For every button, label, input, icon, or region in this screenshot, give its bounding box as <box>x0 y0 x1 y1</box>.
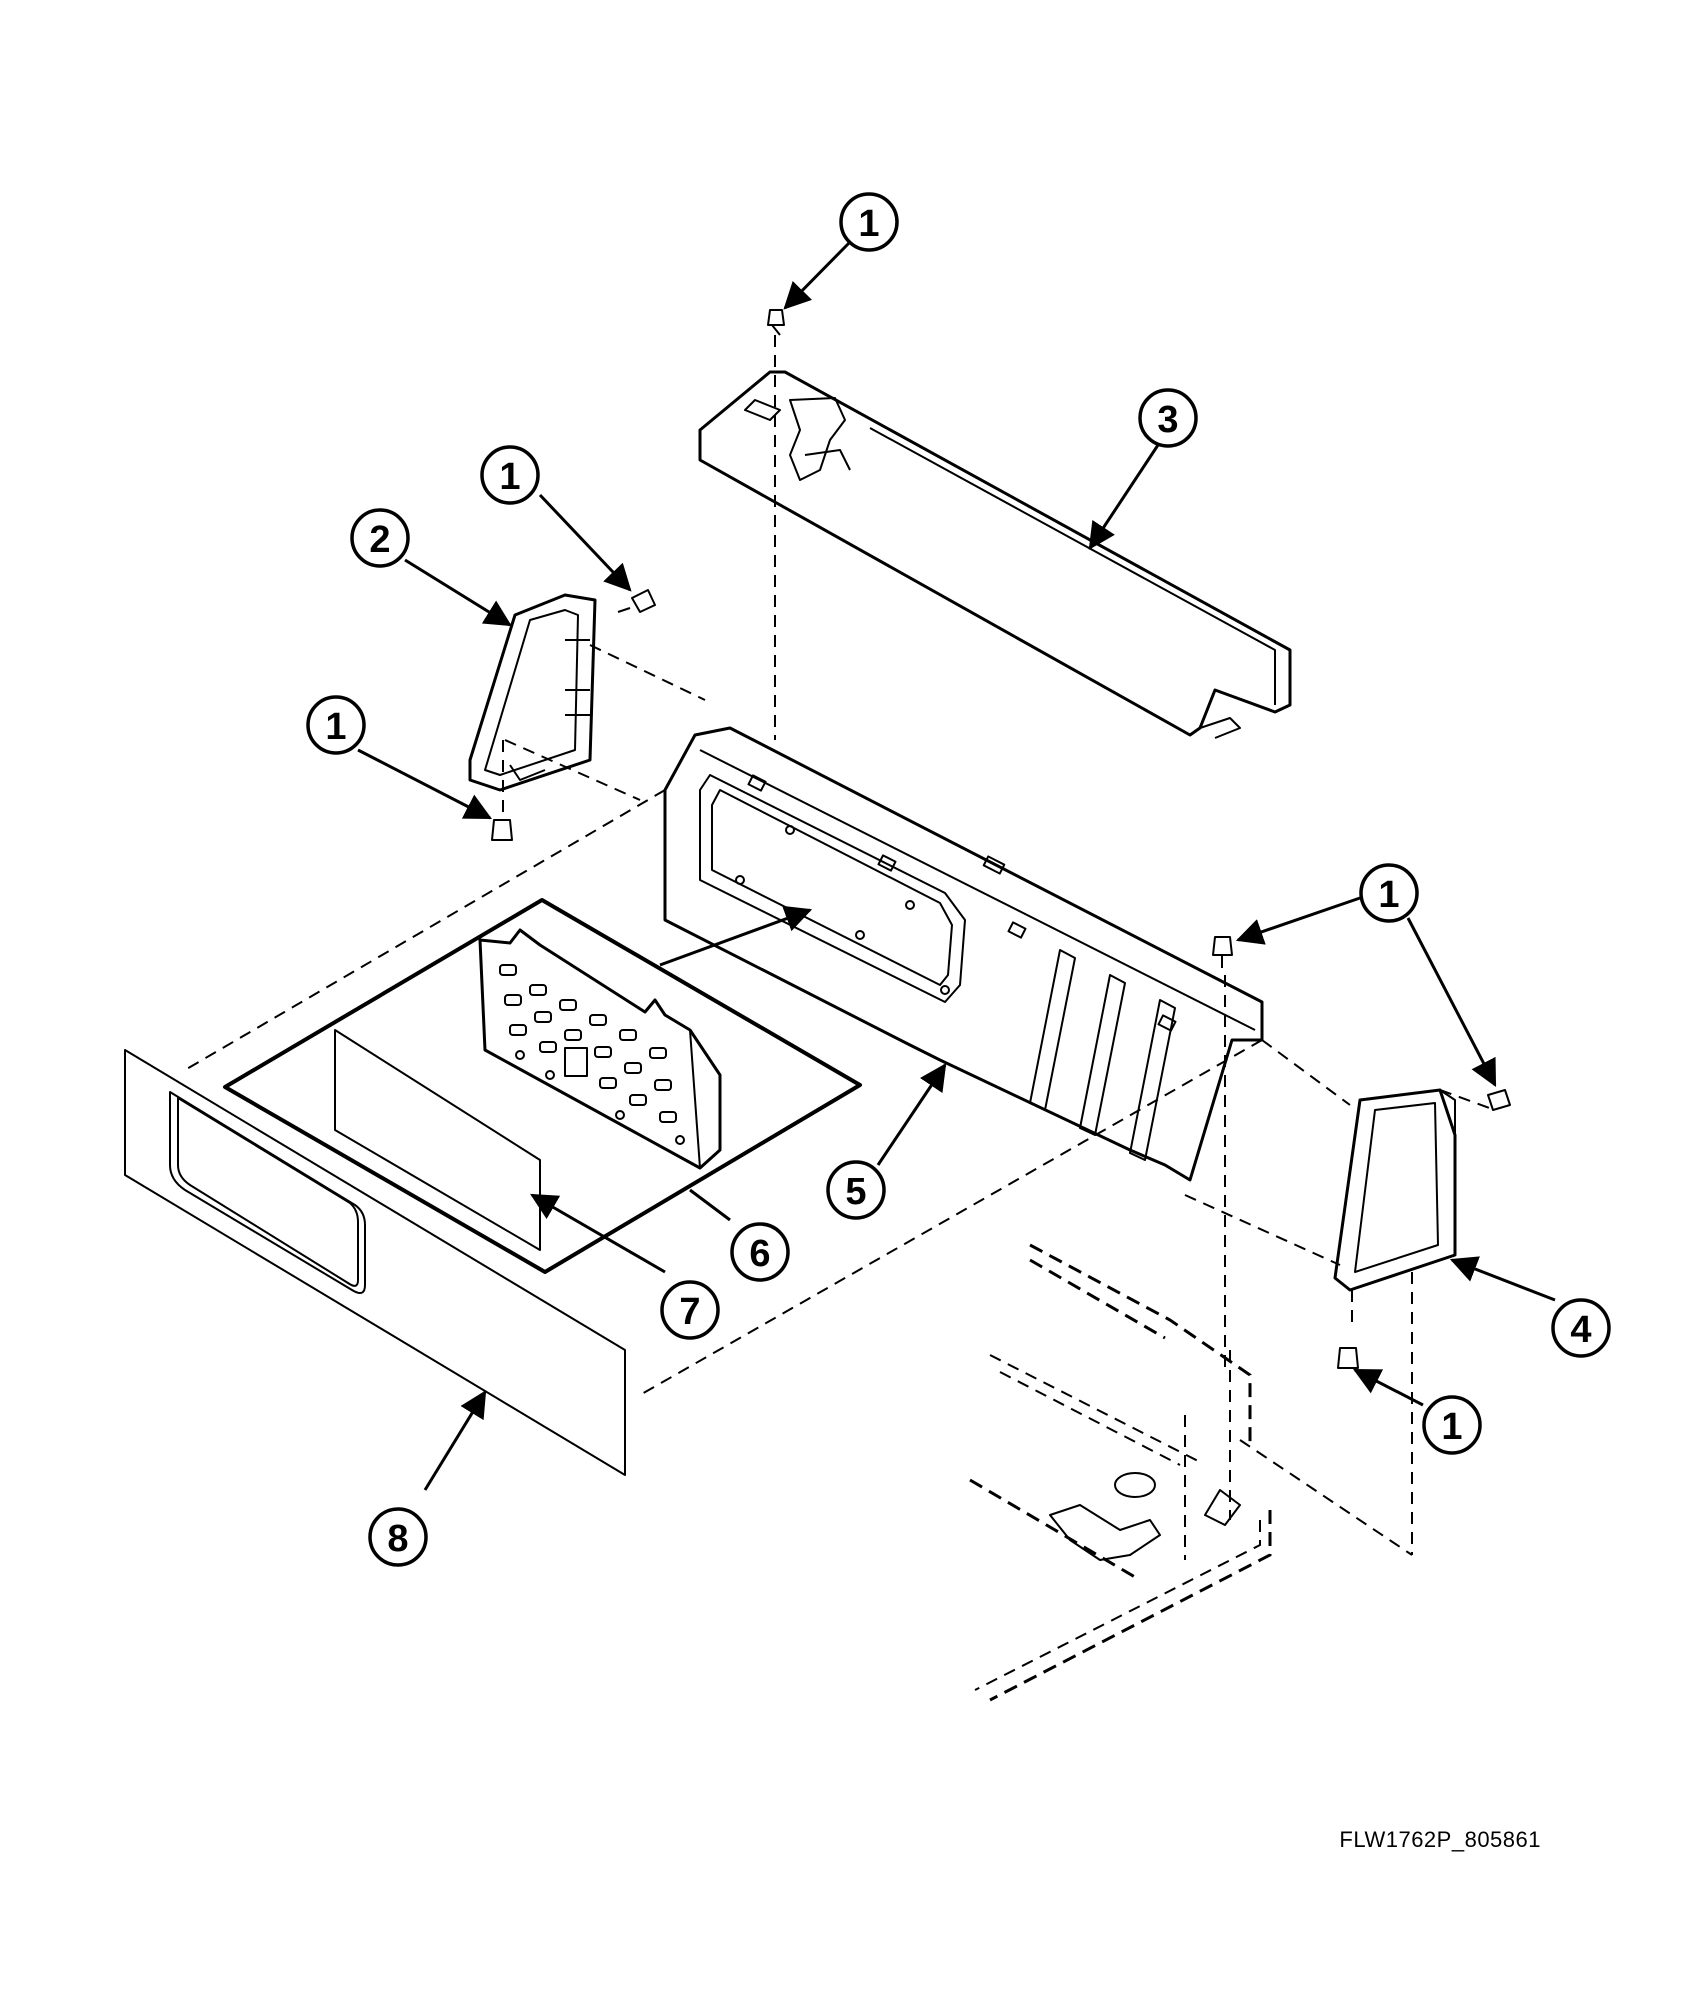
screw-left-upper <box>617 589 656 613</box>
callout-2: 2 <box>350 508 410 568</box>
screw-right-upper <box>1212 936 1233 968</box>
callout-1-right-lower: 1 <box>1422 1395 1482 1455</box>
callout-6: 6 <box>730 1222 790 1282</box>
machine-top-outline <box>969 1243 1272 1702</box>
callout-5: 5 <box>826 1160 886 1220</box>
svg-text:1: 1 <box>1378 874 1399 916</box>
svg-text:7: 7 <box>679 1291 700 1333</box>
svg-text:4: 4 <box>1570 1309 1591 1351</box>
svg-text:6: 6 <box>749 1233 770 1275</box>
svg-text:8: 8 <box>387 1518 408 1560</box>
screw-right-side <box>1487 1089 1511 1111</box>
board-keypad-grid <box>499 964 685 1145</box>
part-5-console-housing <box>663 726 1264 1182</box>
screw-left-lower <box>491 819 513 841</box>
callout-7: 7 <box>660 1280 720 1340</box>
part-2-left-end-cap <box>468 593 597 792</box>
drawing-number: FLW1762P_805861 <box>1339 1827 1541 1852</box>
svg-text:1: 1 <box>1441 1406 1462 1448</box>
callout-3: 3 <box>1138 388 1198 448</box>
leader-lines <box>357 240 1556 1491</box>
callout-4: 4 <box>1551 1298 1611 1358</box>
callout-1-right-upper: 1 <box>1359 863 1419 923</box>
svg-text:5: 5 <box>845 1171 866 1213</box>
assembly-lines <box>184 335 1496 1556</box>
callout-1-left-upper: 1 <box>480 445 540 505</box>
callout-8: 8 <box>368 1507 428 1567</box>
svg-text:1: 1 <box>499 456 520 498</box>
screw-right-lower <box>1337 1347 1359 1369</box>
callout-1-left-lower: 1 <box>306 695 366 755</box>
svg-text:1: 1 <box>325 706 346 748</box>
svg-text:1: 1 <box>858 203 879 245</box>
part-3-top-cover <box>698 370 1292 739</box>
svg-text:2: 2 <box>369 519 390 561</box>
screw-top <box>767 309 785 336</box>
part-4-right-end-cap <box>1333 1088 1457 1292</box>
part-6-kit-outline <box>223 898 862 1274</box>
part-6-control-board <box>478 928 722 1170</box>
callout-1-top: 1 <box>839 192 899 252</box>
part-8-front-panel <box>124 1049 626 1476</box>
svg-text:3: 3 <box>1157 399 1178 441</box>
part-7-overlay <box>334 1029 541 1251</box>
